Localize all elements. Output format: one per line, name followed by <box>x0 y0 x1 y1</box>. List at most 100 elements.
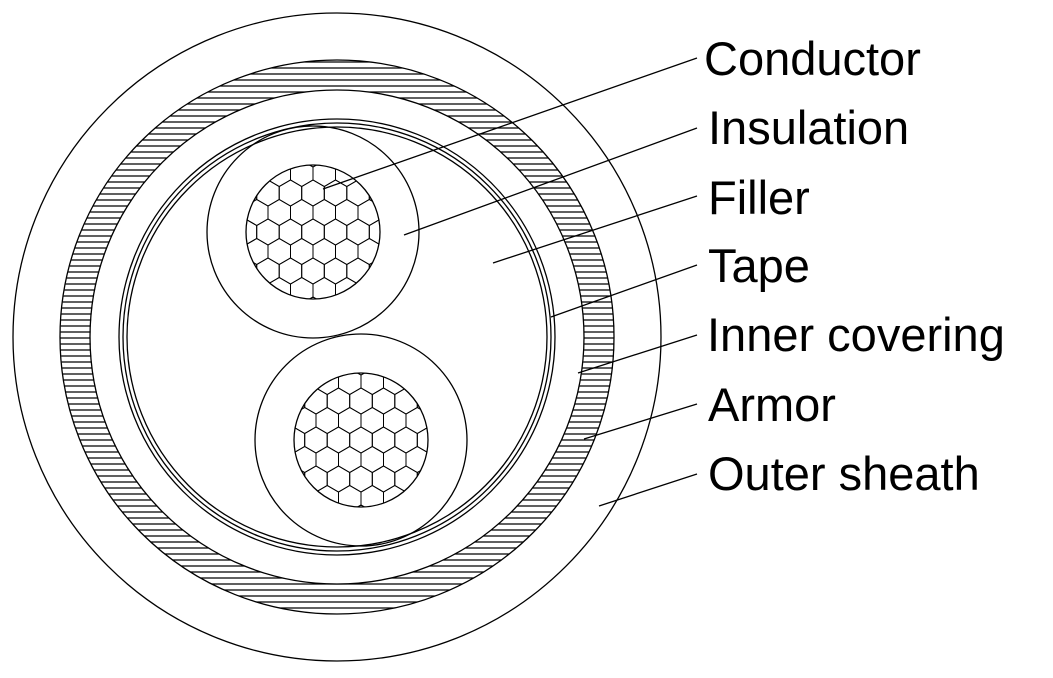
conductor-strand <box>360 445 384 474</box>
conductor-strand <box>212 102 235 128</box>
conductor-strand <box>357 165 380 188</box>
conductor-strand <box>437 258 460 284</box>
conductor-strand <box>462 388 485 414</box>
conductor-strand <box>371 387 396 415</box>
conductor-strand <box>267 237 291 266</box>
conductor-strand <box>279 336 302 362</box>
conductor-strand <box>226 564 249 590</box>
conductor-strand <box>338 406 362 435</box>
conductor-strand <box>349 426 373 454</box>
conductor-strand <box>394 504 418 507</box>
conductor-strand <box>260 349 283 375</box>
conductor-strand <box>462 466 485 492</box>
conductor-strand <box>323 257 348 285</box>
conductor-strand <box>335 237 359 266</box>
conductor-strand <box>360 373 384 396</box>
conductor-strand <box>326 373 351 376</box>
insulation-1 <box>206 125 420 339</box>
conductor-strand <box>246 165 269 188</box>
conductor-strand <box>226 525 249 551</box>
conductor-strand <box>346 218 370 246</box>
conductor-strand <box>414 180 437 206</box>
conductor-strand <box>304 504 328 507</box>
conductor-strand <box>294 564 317 590</box>
conductor-strand <box>189 336 212 362</box>
conductor-strand <box>304 465 328 493</box>
conductor-strand <box>451 408 474 434</box>
conductor-strand <box>426 161 449 187</box>
conductor-strand <box>326 387 351 415</box>
conductor-strand <box>278 165 303 168</box>
conductor-strand <box>189 102 212 128</box>
conductor-strand <box>260 505 283 531</box>
conductor-strand <box>260 544 283 570</box>
conductor-strand <box>426 278 449 304</box>
conductor-strand <box>256 218 280 246</box>
conductor-strand <box>200 356 223 382</box>
conductor-strand <box>403 200 426 226</box>
conductor-strand <box>260 427 283 453</box>
conductor-strand <box>496 564 518 590</box>
conductor-strand <box>414 336 437 362</box>
conductor-strand <box>271 447 294 473</box>
conductor-strand <box>178 317 201 343</box>
armor-outer-edge <box>59 59 615 615</box>
conductor-strand <box>426 239 449 265</box>
conductor-strand <box>414 141 437 167</box>
conductor-strand <box>248 447 271 473</box>
conductor-strand <box>405 373 428 396</box>
conductor-strand <box>278 296 303 299</box>
conductor-strand <box>485 505 508 531</box>
conductor-strand <box>167 297 190 323</box>
conductor-strand <box>429 408 452 434</box>
conductor-strand <box>178 278 201 304</box>
conductor-strand <box>451 447 474 473</box>
conductor-strand <box>485 349 508 375</box>
conductor-strand <box>462 427 485 453</box>
conductor-strand <box>189 297 212 323</box>
conductor-strand <box>349 504 373 507</box>
conductor-strand <box>290 276 314 299</box>
conductor-strand <box>474 408 497 434</box>
conductor-strand <box>304 373 328 376</box>
conductor-strand <box>448 161 471 187</box>
conductor-strand <box>212 141 235 167</box>
conductor-strand <box>246 317 269 343</box>
conductor-strand <box>189 258 212 284</box>
conductor-strand <box>372 310 395 336</box>
leader-armor <box>583 403 698 440</box>
conductor-strand <box>189 141 212 167</box>
conductor-strand <box>369 102 392 128</box>
conductor-strand <box>360 484 384 507</box>
conductor-strand <box>167 102 190 128</box>
conductor-strand <box>294 330 317 356</box>
conductor-strand <box>426 317 449 343</box>
conductor-strand <box>346 296 370 299</box>
conductor-strand <box>223 278 246 304</box>
conductor-strand <box>167 336 190 362</box>
conductor-strand <box>316 564 339 590</box>
conductor-strand <box>384 291 407 317</box>
conductor-strand <box>312 198 336 227</box>
conductor-strand <box>226 408 249 434</box>
conductor-strand <box>474 447 497 473</box>
label-armor: Armor <box>708 378 836 431</box>
conductor-strand <box>248 408 271 434</box>
conductor-strand <box>406 330 429 356</box>
conductor-strand <box>346 165 370 168</box>
conductor-strand <box>212 336 235 362</box>
conductor-strand <box>291 356 314 382</box>
outer-sheath-outline <box>12 12 662 662</box>
conductor-strand <box>256 257 280 285</box>
conductor-strand <box>178 356 201 382</box>
conductor-strand <box>215 466 238 492</box>
conductor-strand <box>178 200 201 226</box>
conductor-strand <box>234 336 257 362</box>
conductor-strand <box>338 445 362 474</box>
conductor-strand <box>371 426 396 454</box>
conductor-strand <box>324 102 347 128</box>
conductor-strand <box>339 291 362 317</box>
label-inner-covering: Inner covering <box>707 308 1005 361</box>
leader-tape <box>550 264 698 318</box>
